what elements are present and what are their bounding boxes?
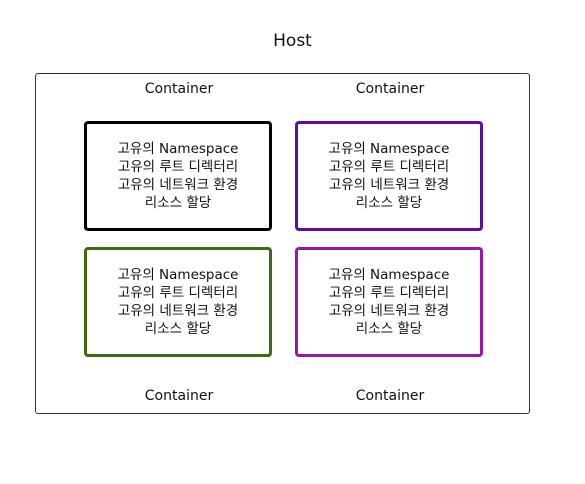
container-label-bottom-left: Container — [144, 388, 214, 404]
feature-network: 고유의 네트워크 환경 — [328, 303, 450, 319]
feature-network: 고유의 네트워크 환경 — [117, 177, 239, 193]
feature-root-directory: 고유의 루트 디렉터리 — [117, 285, 239, 301]
feature-resources: 리소스 할당 — [144, 321, 212, 337]
container-box-top-right: 고유의 Namespace 고유의 루트 디렉터리 고유의 네트워크 환경 리소… — [295, 121, 483, 231]
container-label-top-left: Container — [144, 81, 214, 97]
container-box-bottom-right: 고유의 Namespace 고유의 루트 디렉터리 고유의 네트워크 환경 리소… — [295, 247, 483, 357]
feature-namespace: 고유의 Namespace — [328, 141, 450, 157]
container-box-top-left: 고유의 Namespace 고유의 루트 디렉터리 고유의 네트워크 환경 리소… — [84, 121, 272, 231]
container-box-bottom-left: 고유의 Namespace 고유의 루트 디렉터리 고유의 네트워크 환경 리소… — [84, 247, 272, 357]
host-title: Host — [273, 31, 312, 51]
host-box — [35, 73, 530, 414]
feature-resources: 리소스 할당 — [355, 195, 423, 211]
feature-resources: 리소스 할당 — [144, 195, 212, 211]
container-label-bottom-right: Container — [355, 388, 425, 404]
container-label-top-right: Container — [355, 81, 425, 97]
feature-namespace: 고유의 Namespace — [328, 267, 450, 283]
feature-network: 고유의 네트워크 환경 — [117, 303, 239, 319]
feature-root-directory: 고유의 루트 디렉터리 — [328, 285, 450, 301]
feature-namespace: 고유의 Namespace — [117, 267, 239, 283]
feature-network: 고유의 네트워크 환경 — [328, 177, 450, 193]
feature-namespace: 고유의 Namespace — [117, 141, 239, 157]
feature-root-directory: 고유의 루트 디렉터리 — [117, 159, 239, 175]
feature-resources: 리소스 할당 — [355, 321, 423, 337]
feature-root-directory: 고유의 루트 디렉터리 — [328, 159, 450, 175]
